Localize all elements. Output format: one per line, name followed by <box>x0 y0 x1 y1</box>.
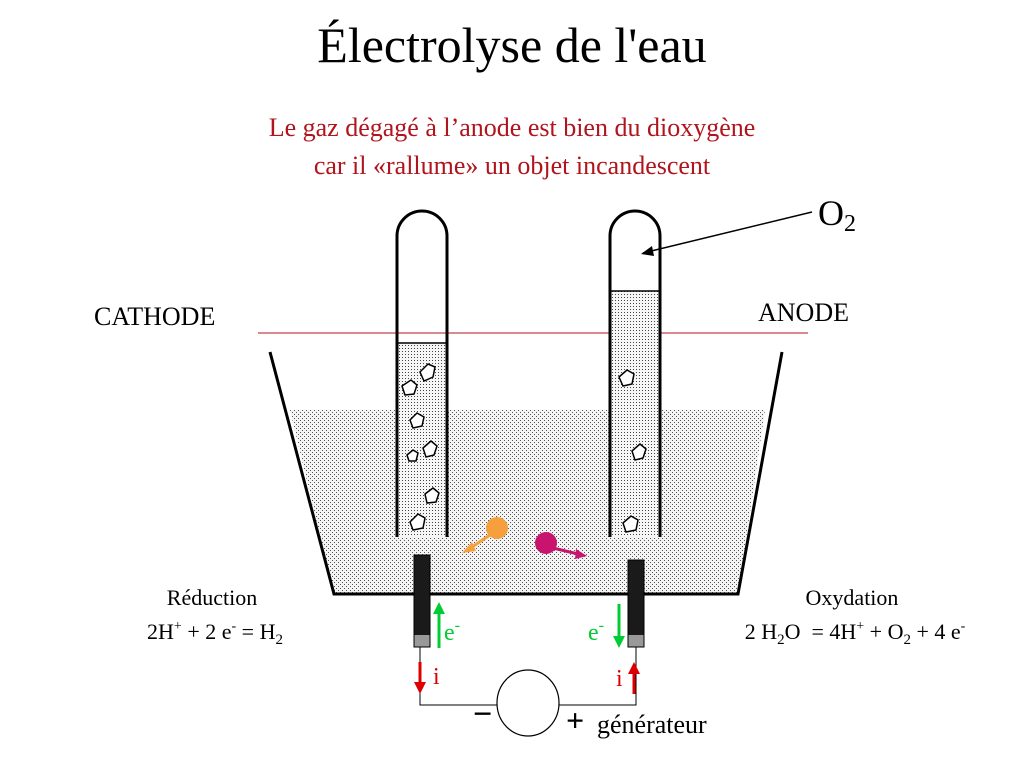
current-arrow-left <box>414 662 426 694</box>
anode-tube <box>608 209 662 537</box>
oxidation-equation: 2 H2O = 4H+ + O2 + 4 e- <box>744 619 966 648</box>
anion-ion <box>535 532 587 559</box>
electron-arrow-left <box>433 602 445 648</box>
cathode-electrode <box>413 554 431 648</box>
anode-electrode <box>627 559 645 648</box>
gas-label: O2 <box>818 193 856 237</box>
cathode-tube <box>395 209 449 537</box>
cathode-label: CATHODE <box>94 302 216 331</box>
current-arrow-right <box>628 662 640 694</box>
subtitle-line-2: car il «rallume» un objet incandescent <box>313 151 711 180</box>
gas-pointer <box>642 211 813 254</box>
basin <box>268 351 784 596</box>
cation-ion <box>462 517 508 553</box>
generator-circle <box>496 669 560 737</box>
generator-minus: − <box>473 696 493 733</box>
oxidation-heading: Oxydation <box>805 585 899 610</box>
bubbles-cathode <box>401 363 440 531</box>
electron-arrow-right <box>613 604 625 648</box>
electron-label-left: e- <box>444 617 460 646</box>
bubbles-anode <box>618 369 647 533</box>
current-label-left: i <box>433 664 440 690</box>
current-label-right: i <box>616 666 623 692</box>
generator-label: générateur <box>597 710 707 739</box>
reduction-heading: Réduction <box>166 585 258 610</box>
reduction-equation: 2H+ + 2 e- = H2 <box>147 619 283 648</box>
anode-label: ANODE <box>758 298 849 327</box>
electron-label-right: e- <box>588 617 604 646</box>
anode-tube-liquid <box>610 291 660 537</box>
generator-plus: + <box>566 702 585 738</box>
page-title: Électrolyse de l'eau <box>317 17 707 73</box>
water <box>290 410 765 594</box>
subtitle-line-1: Le gaz dégagé à l’anode est bien du diox… <box>268 113 756 142</box>
